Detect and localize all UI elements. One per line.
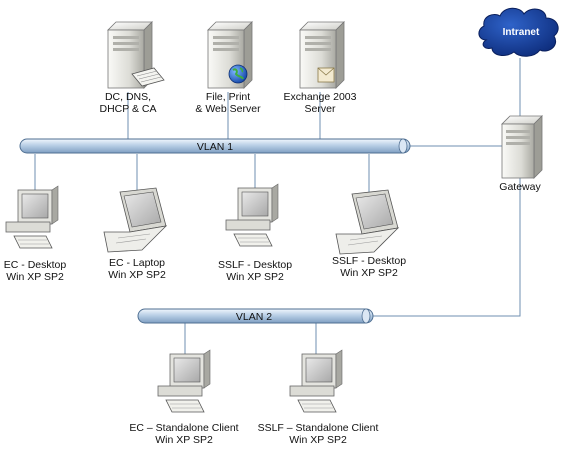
desktop-computer-icon [5,185,59,249]
client-label-line2: Win XP SP2 [226,271,284,283]
keyboard-icon [131,67,165,87]
client-label-line1: SSLF - Desktop [332,255,406,267]
server-label-line2: & Web Server [195,103,261,115]
client-label-line2: Win XP SP2 [155,434,213,446]
server-label-line2: Server [305,103,336,115]
vlan1-label: VLAN 1 [197,141,233,153]
server-label-line1: DC, DNS, [105,91,151,103]
gateway-label: Gateway [499,181,541,193]
cloud-label: Intranet [503,27,540,38]
laptop-icon [335,189,400,255]
client-label-line1: EC - Desktop [4,259,67,271]
client-label-line2: Win XP SP2 [340,267,398,279]
sslf-desktop-client-2: SSLF - Desktop Win XP SP2 [332,189,406,279]
intranet-cloud: Intranet [478,7,559,57]
client-label-line2: Win XP SP2 [289,434,347,446]
client-label-line1: EC – Standalone Client [129,422,238,434]
server-label-line1: Exchange 2003 [284,91,357,103]
cloud-icon [478,7,559,57]
laptop-icon [103,187,168,253]
vlan1-bus: VLAN 1 [19,138,411,154]
ec-standalone-client: EC – Standalone Client Win XP SP2 [129,349,239,446]
connection-lines [34,58,521,354]
client-label-line2: Win XP SP2 [108,269,166,281]
server-label-line2: DHCP & CA [100,103,157,115]
desktop-computer-icon [157,349,211,413]
exchange-2003-server: Exchange 2003 Server [284,21,357,115]
client-label-line1: SSLF - Desktop [218,259,292,271]
envelope-icon [317,67,335,83]
client-label-line2: Win XP SP2 [6,271,64,283]
file-print-web-server: File, Print & Web Server [195,21,261,115]
sslf-standalone-client: SSLF – Standalone Client Win XP SP2 [258,349,379,446]
client-label-line1: SSLF – Standalone Client [258,422,379,434]
desktop-computer-icon [225,183,279,247]
server-label-line1: File, Print [206,91,250,103]
server-tower-icon [299,21,345,89]
desktop-computer-icon [289,349,343,413]
ec-desktop-client: EC - Desktop Win XP SP2 [4,185,67,283]
server-tower-icon [501,115,543,179]
dc-dns-dhcp-ca-server: DC, DNS, DHCP & CA [100,21,165,115]
vlan2-bus: VLAN 2 [137,308,374,324]
ec-laptop-client: EC - Laptop Win XP SP2 [103,187,168,281]
vlan2-label: VLAN 2 [236,311,272,323]
sslf-desktop-client-1: SSLF - Desktop Win XP SP2 [218,183,292,283]
client-label-line1: EC - Laptop [109,257,165,269]
gateway: Gateway [499,115,543,193]
globe-icon [228,64,248,84]
link-gateway-vlan2 [373,178,521,317]
